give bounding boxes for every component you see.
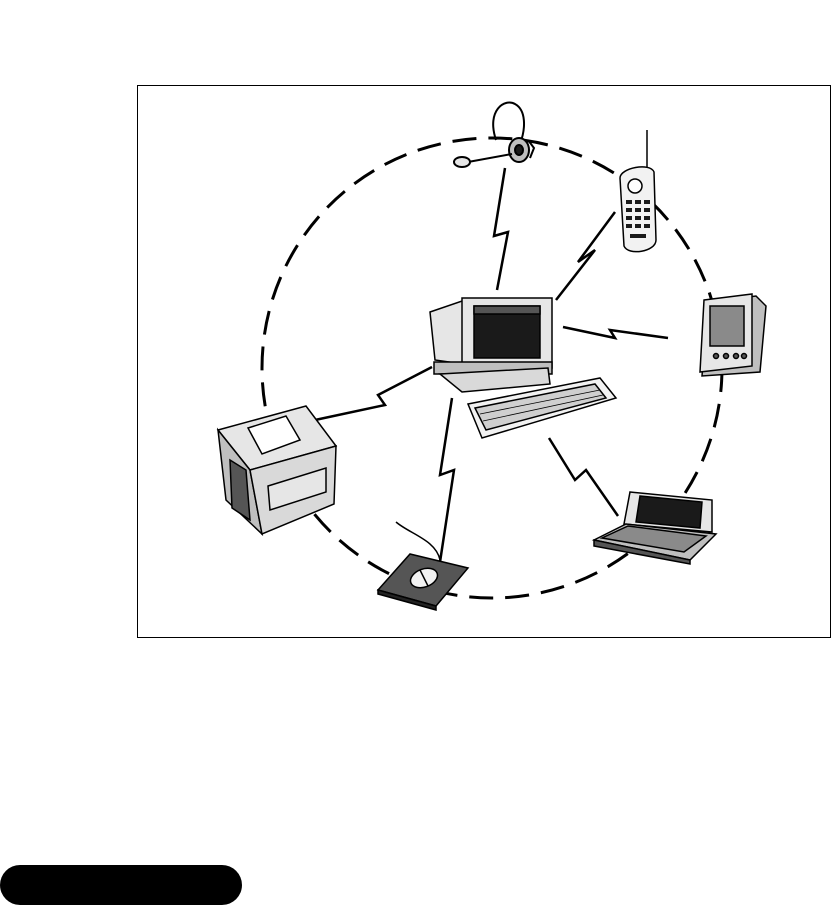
pda-icon [700, 294, 766, 376]
link-mouse [440, 398, 454, 562]
headset-icon [454, 103, 534, 168]
link-headset [494, 168, 508, 290]
cordless-phone-icon [620, 130, 656, 252]
link-laptop [549, 438, 618, 516]
mouse-icon [378, 522, 468, 610]
desktop-computer-icon [430, 298, 616, 438]
laptop-icon [594, 492, 716, 564]
link-pda [563, 327, 668, 338]
link-printer [315, 367, 432, 420]
printer-icon [218, 406, 336, 534]
link-phone [556, 212, 615, 300]
bottom-tab [0, 865, 242, 905]
